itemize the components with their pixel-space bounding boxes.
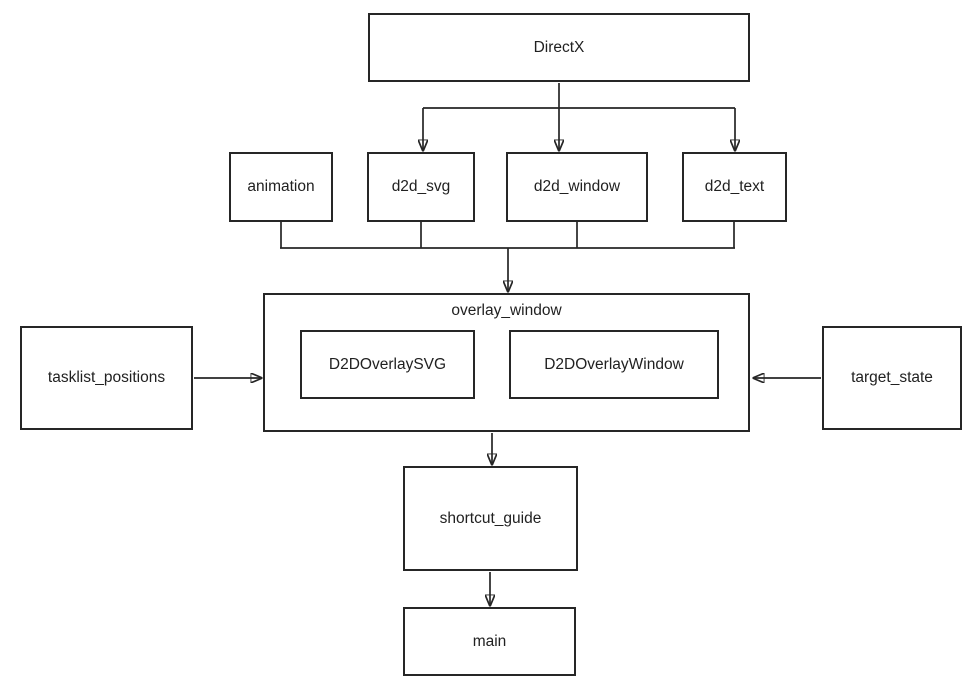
- node-main: main: [403, 607, 576, 676]
- node-d2d-overlay-svg: D2DOverlaySVG: [300, 330, 475, 399]
- edge-directx-stem: [423, 83, 735, 109]
- overlay-window-label: overlay_window: [451, 302, 562, 319]
- node-tasklist-positions: tasklist_positions: [20, 326, 193, 430]
- node-target-state: target_state: [822, 326, 962, 430]
- node-directx: DirectX: [368, 13, 750, 82]
- node-d2d-window: d2d_window: [506, 152, 648, 222]
- node-animation: animation: [229, 152, 333, 222]
- node-d2d-svg: d2d_svg: [367, 152, 475, 222]
- node-d2d-overlay-window: D2DOverlayWindow: [509, 330, 719, 399]
- node-shortcut-guide: shortcut_guide: [403, 466, 578, 571]
- node-d2d-text: d2d_text: [682, 152, 787, 222]
- node-overlay-window: overlay_window D2DOverlaySVG D2DOverlayW…: [263, 293, 750, 432]
